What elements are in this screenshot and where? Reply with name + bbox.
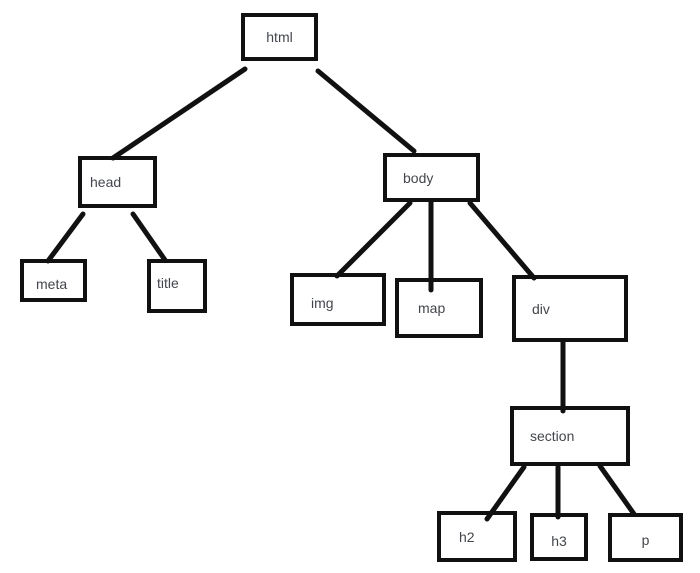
edge-html-body	[315, 68, 417, 154]
node-meta: meta	[20, 259, 87, 302]
edge-body-div	[467, 200, 537, 281]
node-map-label: map	[418, 300, 446, 316]
node-div: div	[512, 275, 628, 342]
node-h3-label: h3	[551, 533, 567, 549]
node-img-label: img	[311, 294, 334, 311]
node-title: title	[147, 259, 207, 313]
node-section-label: section	[530, 428, 575, 444]
node-html-label: html	[266, 29, 293, 45]
node-h2: h2	[437, 511, 517, 562]
node-p: p	[608, 513, 683, 562]
node-h3: h3	[530, 513, 588, 561]
edge-head-meta	[45, 211, 86, 264]
node-section: section	[510, 406, 630, 466]
edge-body-img	[334, 200, 413, 279]
edge-section-p	[597, 463, 637, 517]
node-div-label: div	[532, 300, 550, 317]
node-body-label: body	[403, 169, 434, 186]
node-img: img	[290, 273, 386, 326]
node-h2-label: h2	[459, 528, 475, 545]
node-html: html	[241, 13, 318, 61]
node-title-label: title	[157, 275, 179, 291]
node-meta-label: meta	[36, 275, 68, 292]
edge-head-title	[130, 211, 168, 263]
node-map: map	[395, 278, 483, 338]
node-head: head	[78, 156, 157, 208]
edge-html-head	[110, 66, 248, 161]
node-p-label: p	[641, 531, 650, 548]
node-head-label: head	[90, 174, 122, 190]
node-body: body	[383, 153, 480, 202]
